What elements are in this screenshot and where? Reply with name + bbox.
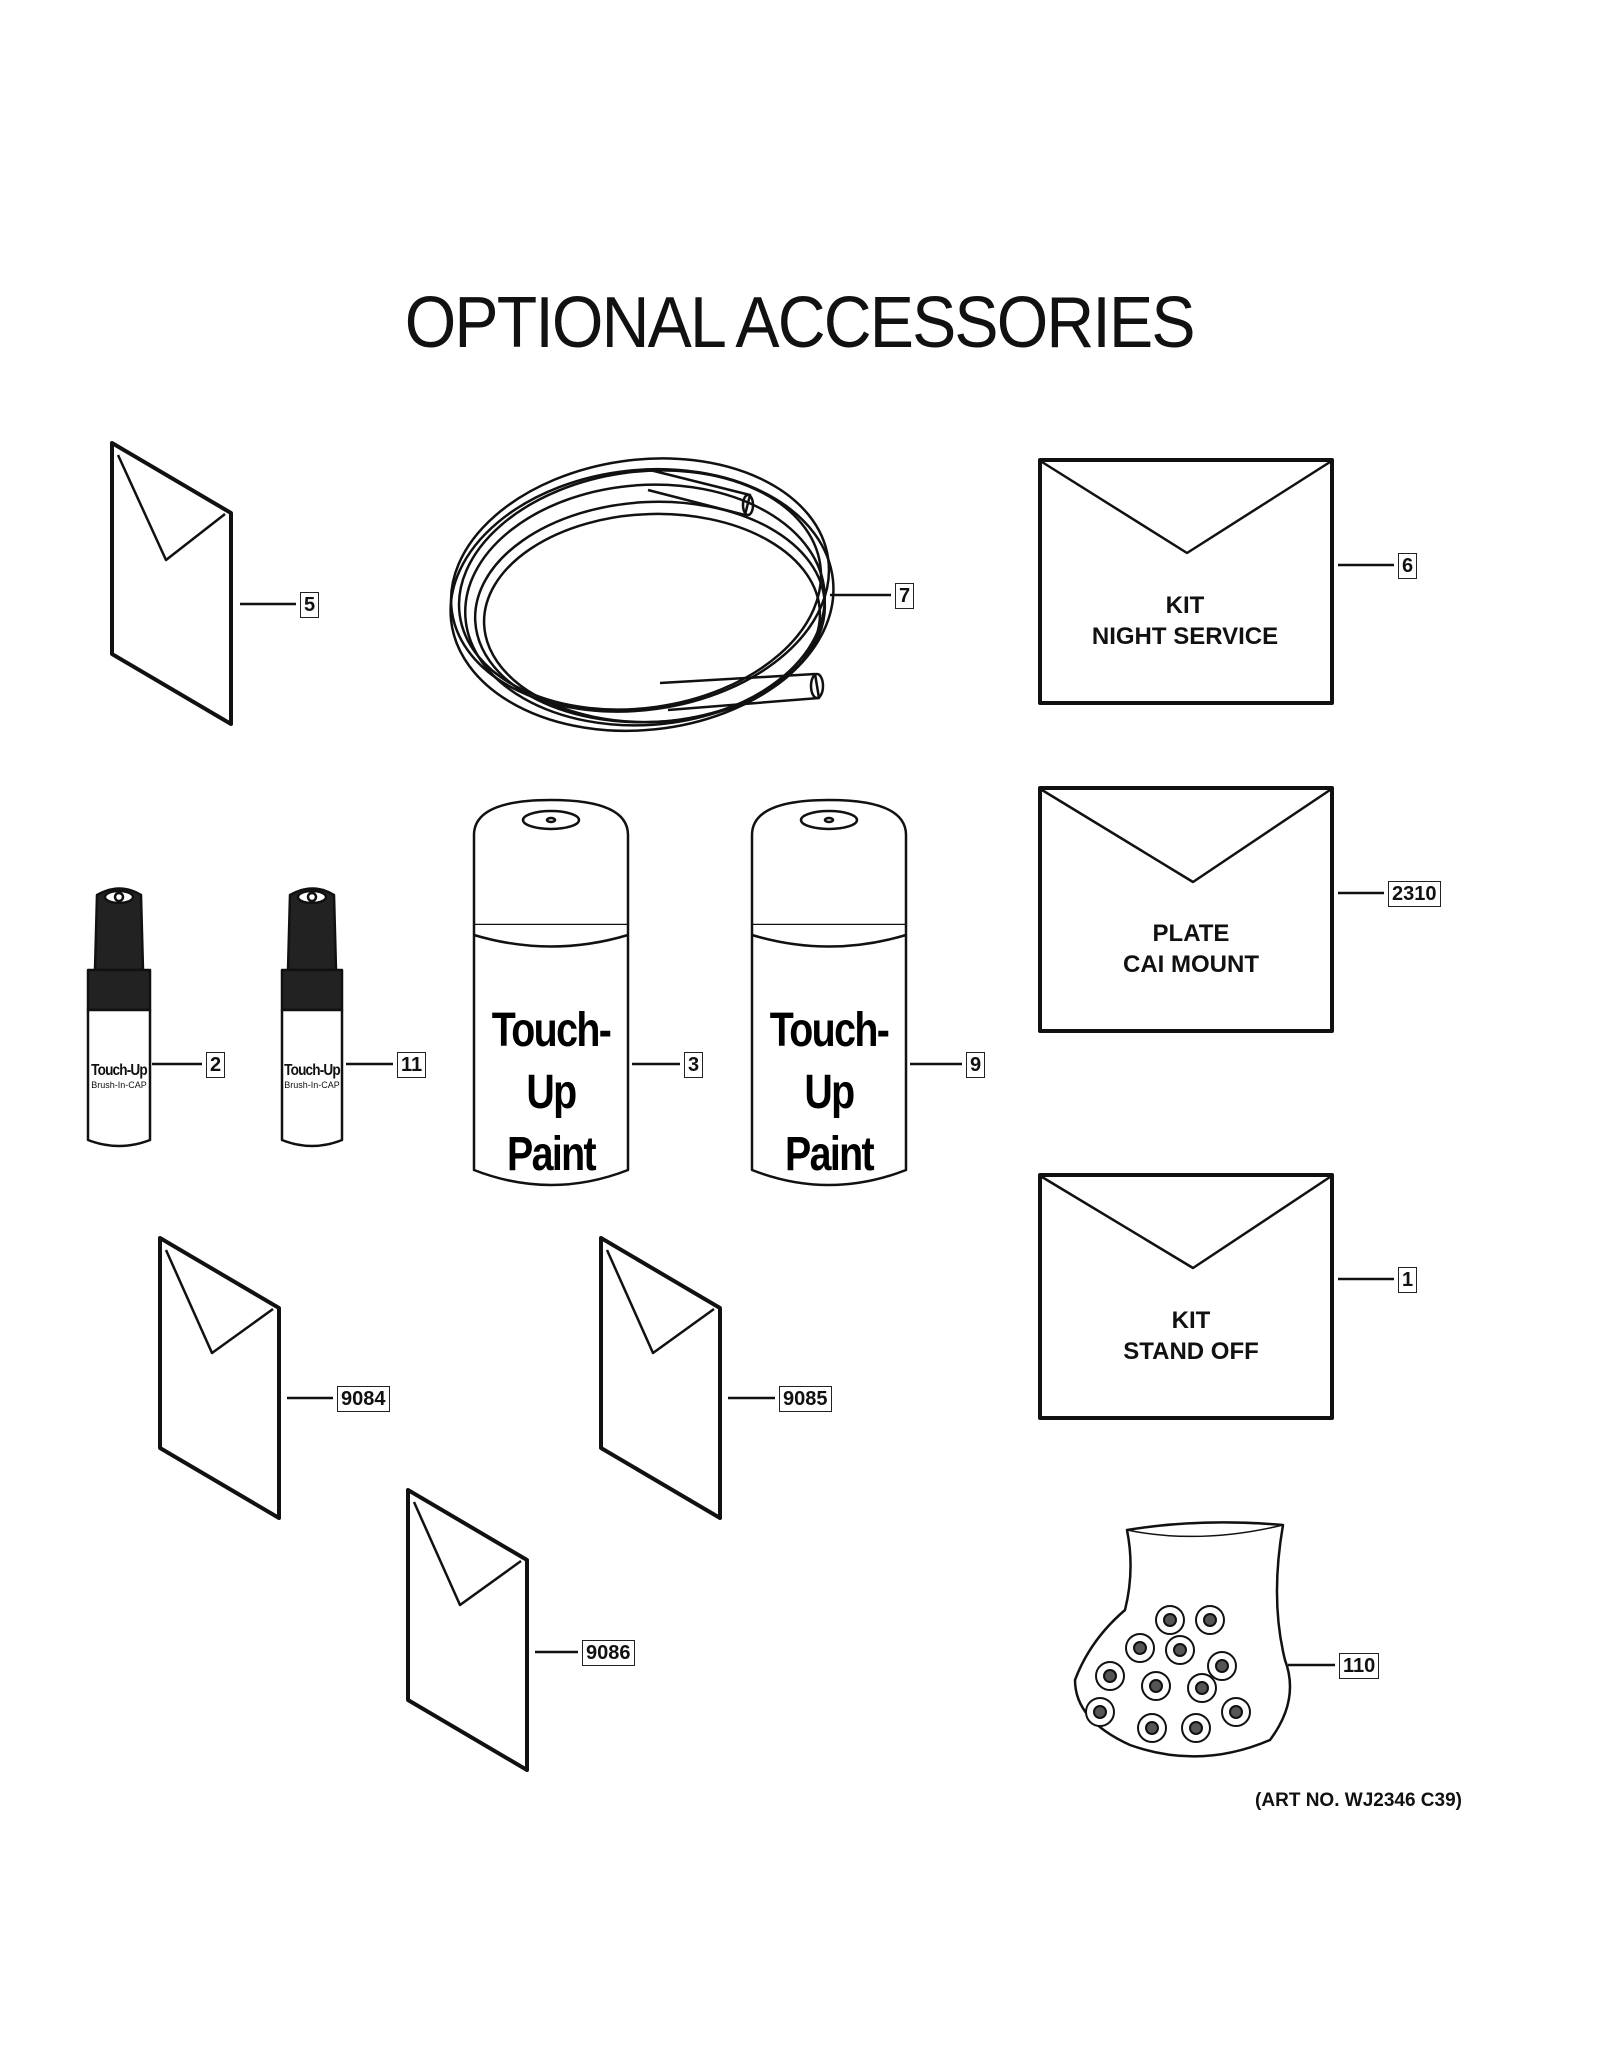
envelope-9085 (599, 1236, 722, 1520)
spray-can-3-label: Touch-Up Paint (473, 1000, 629, 1186)
callout-5: 5 (300, 592, 320, 618)
spray-can-3-line2: Paint (506, 1128, 597, 1181)
kit-stand-off-label: KIT STAND OFF (1046, 1305, 1336, 1367)
envelope-5 (110, 441, 233, 726)
callout-3: 3 (684, 1052, 704, 1078)
pen-2-sub: Brush-In-CAP (91, 1080, 147, 1090)
callout-2: 2 (206, 1052, 226, 1078)
envelope-9084 (158, 1236, 281, 1520)
callout-110: 110 (1339, 1653, 1380, 1679)
callout-9085: 9085 (779, 1386, 832, 1412)
kit-envelope-night-service (1038, 458, 1334, 705)
plate-cai-mount-line1: PLATE (1152, 920, 1230, 947)
callout-9086: 9086 (582, 1640, 635, 1666)
standoff-bag-110 (1073, 1521, 1292, 1758)
kit-stand-off-line1: KIT (1171, 1307, 1211, 1334)
touch-up-pen-11 (280, 887, 344, 1148)
callout-9: 9 (966, 1052, 986, 1078)
spray-can-9-line2: Paint (784, 1128, 875, 1181)
kit-envelope-stand-off (1038, 1173, 1334, 1420)
touch-up-pen-2 (86, 887, 152, 1148)
pen-11-sub: Brush-In-CAP (284, 1080, 340, 1090)
callout-7: 7 (895, 583, 915, 609)
callout-6: 6 (1398, 553, 1418, 579)
envelope-9086 (406, 1488, 529, 1772)
callout-2310: 2310 (1388, 881, 1441, 907)
callout-11: 11 (397, 1052, 427, 1078)
callout-1: 1 (1398, 1267, 1418, 1293)
pen-2-label: Touch-Up Brush-In-CAP (84, 1062, 154, 1090)
pen-11-label: Touch-Up Brush-In-CAP (277, 1062, 347, 1090)
plate-cai-mount-line2: CAI MOUNT (1123, 951, 1259, 978)
pen-2-main: Touch-Up (91, 1062, 147, 1079)
pen-11-main: Touch-Up (284, 1062, 340, 1079)
spray-can-9-label: Touch-Up Paint (751, 1000, 907, 1186)
kit-night-service-line2: NIGHT SERVICE (1091, 623, 1279, 650)
plate-cai-mount-label: PLATE CAI MOUNT (1046, 918, 1336, 980)
callout-9084: 9084 (337, 1386, 390, 1412)
art-number: (ART NO. WJ2346 C39) (1255, 1790, 1462, 1811)
spray-can-9 (750, 798, 908, 1187)
page-title: OPTIONAL ACCESSORIES (404, 283, 1196, 363)
kit-night-service-line1: KIT (1165, 592, 1205, 619)
gasket-coil-7 (449, 457, 835, 733)
spray-can-3-line1: Touch-Up (491, 1004, 612, 1119)
kit-stand-off-line2: STAND OFF (1123, 1338, 1259, 1365)
spray-can-3 (472, 798, 630, 1187)
spray-can-9-line1: Touch-Up (769, 1004, 890, 1119)
kit-night-service-label: KIT NIGHT SERVICE (1040, 590, 1330, 652)
kit-envelope-cai-mount (1038, 786, 1334, 1033)
